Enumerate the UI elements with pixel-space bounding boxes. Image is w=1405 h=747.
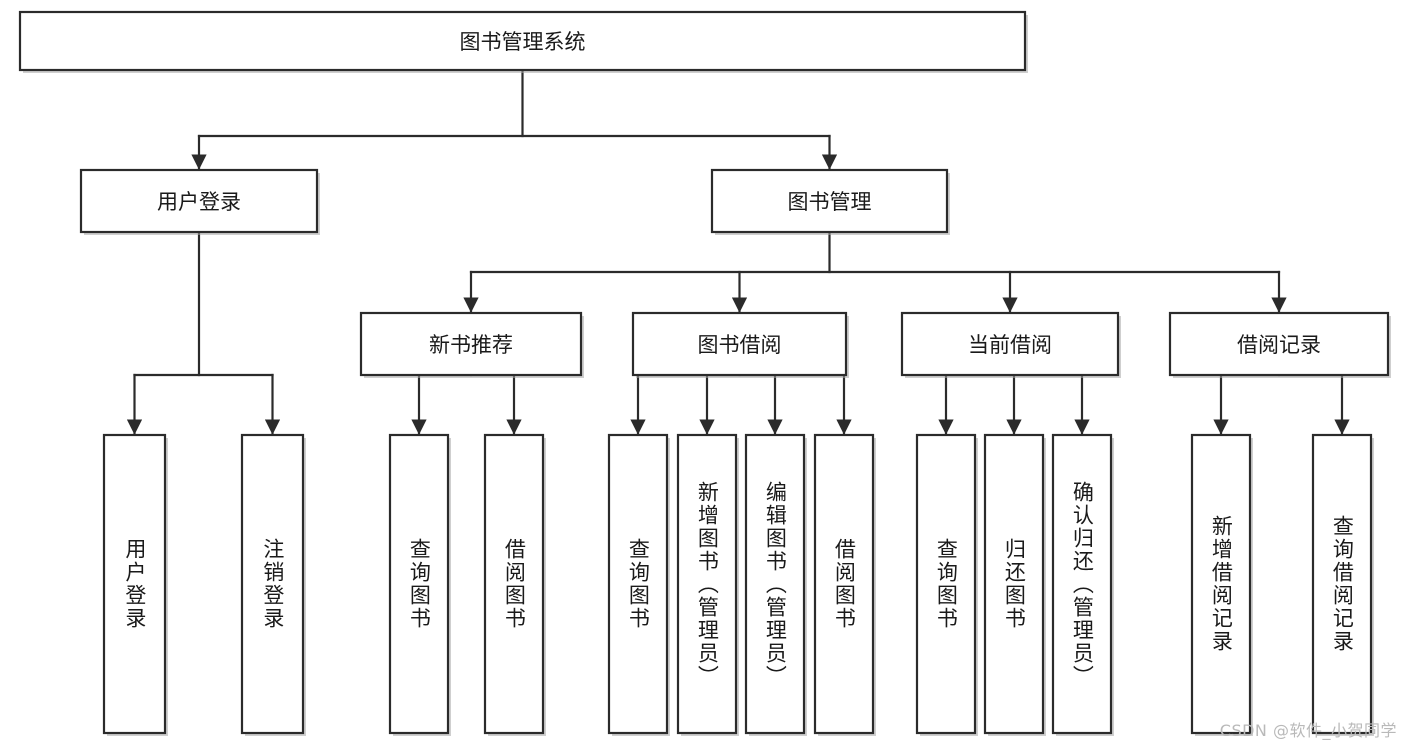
node-box-user-login[interactable] bbox=[79, 168, 319, 234]
node-box-leaf-logout[interactable] bbox=[240, 433, 305, 735]
node-box-layer bbox=[18, 10, 1391, 736]
node-box-leaf-query-book-3[interactable] bbox=[915, 433, 977, 735]
node-box-leaf-borrow-book-2[interactable] bbox=[813, 433, 875, 735]
node-box-leaf-add-book[interactable] bbox=[676, 433, 738, 735]
connector-layer bbox=[126, 68, 1350, 436]
node-box-borrow-record[interactable] bbox=[1168, 311, 1390, 377]
node-box-leaf-confirm-return[interactable] bbox=[1051, 433, 1113, 735]
node-box-leaf-user-login[interactable] bbox=[102, 433, 167, 735]
node-box-leaf-return-book[interactable] bbox=[983, 433, 1045, 735]
node-box-leaf-query-record[interactable] bbox=[1311, 433, 1373, 735]
node-box-leaf-edit-book[interactable] bbox=[744, 433, 806, 735]
node-box-root[interactable] bbox=[18, 10, 1027, 72]
node-box-current-borrow[interactable] bbox=[900, 311, 1120, 377]
watermark-text: CSDN @软件_小贺同学 bbox=[1219, 721, 1397, 740]
node-box-leaf-borrow-book-1[interactable] bbox=[483, 433, 545, 735]
node-box-leaf-add-record[interactable] bbox=[1190, 433, 1252, 735]
node-box-leaf-query-book-1[interactable] bbox=[388, 433, 450, 735]
node-box-book-borrow[interactable] bbox=[631, 311, 848, 377]
node-box-book-management[interactable] bbox=[710, 168, 949, 234]
node-box-new-book-recommend[interactable] bbox=[359, 311, 583, 377]
node-box-leaf-query-book-2[interactable] bbox=[607, 433, 669, 735]
